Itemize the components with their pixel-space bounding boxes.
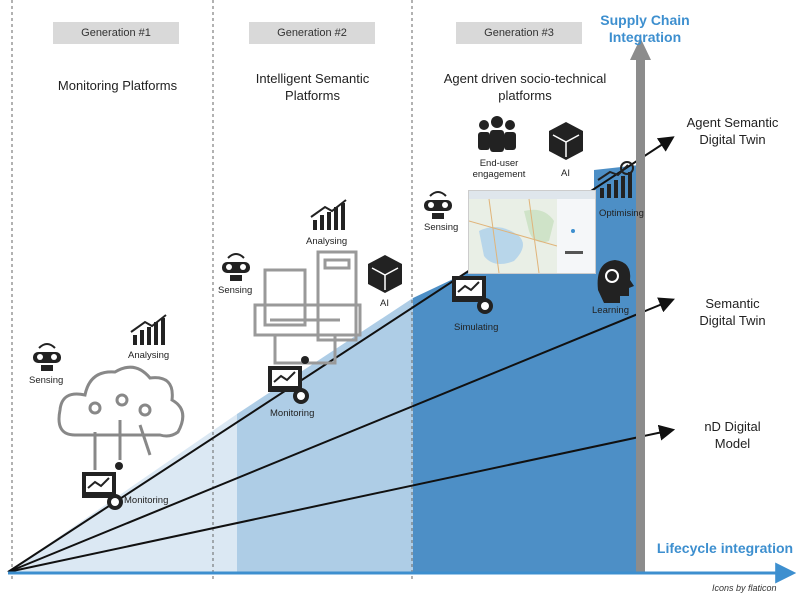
g3-optimising-label: Optimising (599, 208, 644, 219)
generation-2-title-line1: Intelligent Semantic (255, 71, 370, 86)
trajectory-nd-line1: nD Digital (704, 419, 761, 434)
map-graphic (469, 191, 595, 273)
g3-end-user-line1: End-user (479, 158, 519, 169)
building-icon (253, 250, 362, 365)
ai-cube-icon-g2 (368, 255, 402, 293)
y-axis-arrowhead (630, 38, 651, 60)
gen3-region (413, 165, 640, 572)
generation-3-title-line2: platforms (498, 88, 552, 103)
g2-ai-label: AI (380, 298, 389, 309)
g3-learning-label: Learning (592, 305, 629, 316)
g3-ai-label: AI (561, 168, 570, 179)
g3-end-user-line2: engagement (472, 169, 526, 180)
gen1-region (8, 414, 237, 572)
g3-sensing-label: Sensing (424, 222, 459, 233)
g3-end-user-label: End-user engagement (470, 158, 528, 180)
trajectory-semantic-line2: Digital Twin (699, 313, 766, 328)
x-axis-label: Lifecycle integration (656, 540, 794, 556)
g1-monitoring-label: Monitoring (124, 495, 169, 506)
people-icon (478, 116, 516, 152)
cloud-circuit-icon (57, 365, 185, 470)
optimising-icon (597, 161, 634, 198)
trajectory-nd-line (7, 424, 676, 573)
gen2-region (237, 298, 413, 572)
analysing-icon-g2 (310, 199, 347, 230)
g2-analysing-label: Analysing (306, 236, 348, 247)
generation-3-badge: Generation #3 (456, 22, 582, 44)
generation-3-title-line1: Agent driven socio-technical (443, 71, 607, 86)
simulating-icon (452, 266, 493, 314)
trajectory-agent-line2: Digital Twin (699, 132, 766, 147)
trajectory-agent-line1: Agent Semantic (686, 115, 779, 130)
icons-credit: Icons by flaticon (712, 583, 777, 593)
trajectory-semantic-line (7, 297, 675, 573)
generation-3-title: Agent driven socio-technical platforms (430, 70, 620, 104)
map-dashboard-thumbnail (468, 190, 596, 274)
sensing-icon-g3 (424, 191, 452, 219)
g1-analysing-label: Analysing (128, 350, 170, 361)
monitoring-icon-g1 (82, 462, 123, 510)
g2-monitoring-label: Monitoring (270, 408, 315, 419)
monitoring-icon-g2 (268, 356, 309, 404)
sensing-icon-g2 (222, 253, 250, 281)
trajectory-semantic-label: Semantic Digital Twin (670, 295, 795, 329)
generation-2-title: Intelligent Semantic Platforms (225, 70, 400, 104)
trajectory-nd-line2: Model (714, 436, 751, 451)
trajectory-semantic-line1: Semantic (705, 296, 760, 311)
g3-simulating-label: Simulating (454, 322, 499, 333)
y-axis-label-line2: Integration (608, 29, 682, 45)
generation-2-badge: Generation #2 (249, 22, 375, 44)
generation-2-title-line2: Platforms (285, 88, 340, 103)
g1-sensing-label: Sensing (29, 375, 64, 386)
learning-icon (597, 260, 634, 303)
analysing-icon-g1 (130, 314, 167, 345)
trajectory-nd-label: nD Digital Model (670, 418, 795, 452)
generation-1-badge: Generation #1 (53, 22, 179, 44)
ai-cube-icon-g3 (549, 122, 583, 160)
trajectory-agent-label: Agent Semantic Digital Twin (670, 114, 795, 148)
g2-sensing-label: Sensing (218, 285, 253, 296)
generation-1-title: Monitoring Platforms (57, 78, 178, 93)
y-axis-bar (636, 55, 645, 572)
sensing-icon-g1 (33, 343, 61, 371)
y-axis-label-line1: Supply Chain (600, 12, 690, 28)
y-axis-label: Supply Chain Integration (580, 12, 710, 46)
